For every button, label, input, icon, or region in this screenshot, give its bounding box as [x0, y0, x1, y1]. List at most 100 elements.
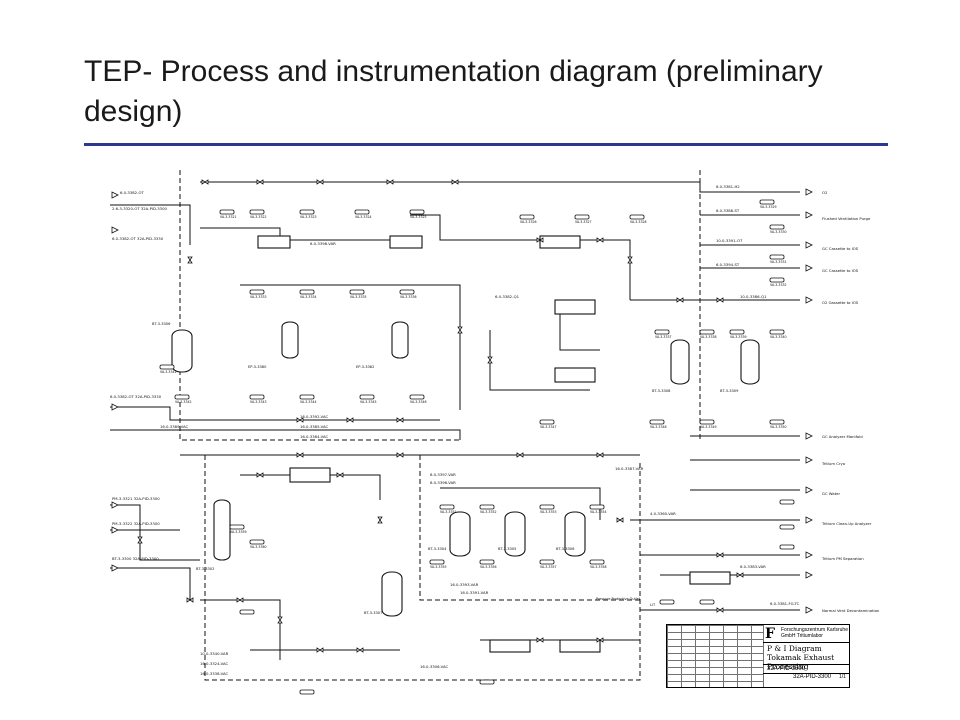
pid-label: VA-3-3353 — [540, 510, 557, 514]
tag-box — [249, 539, 265, 545]
drawing-title-line-1: P & I Diagram — [767, 644, 822, 653]
pipe-line — [110, 567, 191, 600]
pid-label: VA-3-3338 — [700, 335, 717, 339]
valve-body — [377, 516, 383, 524]
pid-label: 6.0-3381-FG-TC — [770, 601, 800, 606]
pipe-line — [480, 239, 631, 300]
tag-box — [654, 329, 670, 335]
tag-box — [629, 214, 645, 220]
valve-symbol — [616, 517, 624, 523]
valve-body — [201, 179, 209, 185]
revision-grid — [667, 625, 764, 687]
pid-label: 16.0-3385-VAC — [300, 424, 329, 429]
connector-arrow — [805, 606, 813, 614]
pid-label: VA-3-3329 — [760, 205, 777, 209]
valve-symbol — [396, 417, 404, 423]
pid-label: Normal Vent Decontamination — [822, 608, 880, 613]
pid-label: VA-3-3325 — [410, 215, 427, 219]
tag-box — [729, 329, 745, 335]
tb-divider — [763, 673, 849, 674]
pid-label: VA-3-3323 — [300, 215, 317, 219]
valve-symbol — [386, 179, 394, 185]
pid-label: Tritium PM Separation — [821, 556, 864, 561]
vessel-symbol — [281, 321, 299, 359]
tag-box — [779, 544, 795, 550]
pid-label: 6.0-3383-VAR — [740, 564, 766, 569]
pid-label: VA-3-3327 — [575, 220, 592, 224]
valve-symbol — [487, 356, 493, 364]
valve-body — [451, 179, 459, 185]
tag-box — [519, 214, 535, 220]
tag-box — [699, 419, 715, 425]
valve-symbol — [596, 452, 604, 458]
pid-label: VA-3-3330 — [770, 230, 787, 234]
pid-label: VA-3-3334 — [300, 295, 317, 299]
valve-body — [596, 637, 604, 643]
pid-label: VA-3-3335 — [350, 295, 367, 299]
valve-symbol — [296, 452, 304, 458]
pid-label: 16.0-3306-VAC — [420, 664, 449, 669]
valve-body — [627, 256, 633, 264]
tag-box — [229, 524, 245, 530]
pipe-line — [200, 181, 800, 193]
valve-body — [386, 179, 394, 185]
pid-label: Flushed Ventilation Purge — [822, 216, 871, 221]
tag-box — [299, 209, 315, 215]
valve-body — [316, 179, 324, 185]
tag-box — [409, 394, 425, 400]
drawing-title-line-2: Tokamak Exhaust Processing — [767, 653, 835, 671]
pid-label: VA-3-3340 — [770, 335, 787, 339]
pipe-line — [240, 474, 381, 500]
valve-symbol — [187, 256, 193, 264]
valve-symbol — [316, 647, 324, 653]
sheet-number: 1/1 — [839, 674, 846, 680]
tag-box — [769, 329, 785, 335]
valve-symbol — [277, 616, 283, 624]
pid-label: VA-3-3354 — [590, 510, 607, 514]
valve-body — [256, 179, 264, 185]
pipe-line — [110, 429, 461, 440]
tag-box — [399, 289, 415, 295]
valve-symbol — [716, 297, 724, 303]
pid-label: PM-3-3321 32A-PID-3300 — [112, 496, 160, 501]
tag-box — [299, 289, 315, 295]
vessel-symbol — [564, 511, 586, 557]
pipe-network — [110, 170, 800, 681]
tag-box — [174, 394, 190, 400]
tag-box — [159, 364, 175, 370]
vessel-symbol — [381, 571, 403, 617]
pid-label: BT-3-3307 — [364, 611, 382, 615]
pipe-line — [110, 204, 191, 245]
pid-label: 6.0-3382-Q1 — [495, 294, 520, 299]
pid-label: VA-3-3348 — [650, 425, 667, 429]
tag-box — [699, 599, 715, 605]
connector-arrow — [805, 456, 813, 464]
pid-label: VA-3-3352 — [480, 510, 497, 514]
tag-box — [479, 504, 495, 510]
connector-arrow — [805, 211, 813, 219]
valve-symbol — [137, 536, 143, 544]
pid-label: 16.0-3338-VAC — [200, 671, 229, 676]
pid-label: 6.0-3394-ST — [716, 262, 740, 267]
pid-label: GC Cassette to IOS — [822, 268, 859, 273]
pid-label: VA-3-3356 — [480, 565, 497, 569]
title-underline — [84, 143, 888, 146]
pid-label: O2 — [822, 190, 828, 195]
vessel-symbol — [740, 339, 760, 385]
pid-label: VA-3-3331 — [770, 260, 787, 264]
pid-label: EP-3-3382 — [356, 365, 374, 369]
company-name: Forschungszentrum Karlsruhe GmbH Tritium… — [781, 627, 848, 639]
valve-symbol — [256, 472, 264, 478]
valve-body — [137, 536, 143, 544]
valve-body — [336, 472, 344, 478]
pid-label: EP-3-3380 — [248, 365, 267, 369]
pid-label: VA-3-3359 — [230, 530, 247, 534]
connector-arrow — [805, 432, 813, 440]
tag-box — [649, 419, 665, 425]
pid-label: 16.0-3389-VAC — [160, 424, 189, 429]
valve-body — [716, 607, 724, 613]
exchanger-box — [554, 299, 596, 315]
pid-label: VA-3-3347 — [540, 425, 557, 429]
valve-symbol — [256, 179, 264, 185]
vessel-symbol — [504, 511, 526, 557]
